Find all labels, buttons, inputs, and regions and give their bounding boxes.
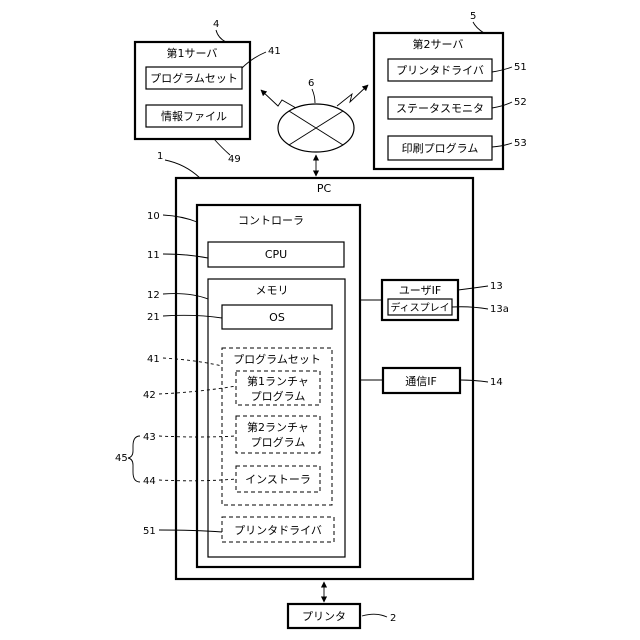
cpu-ref: 11 [147, 250, 160, 261]
controller-title: コントローラ [238, 214, 304, 227]
launcher1-line2: プログラム [251, 389, 306, 403]
server2-status-monitor-ref: 52 [514, 97, 527, 108]
memory-ref: 12 [147, 290, 160, 301]
server2-print-program-ref: 53 [514, 138, 527, 149]
user-if-ref: 13 [490, 281, 503, 292]
printer-ref: 2 [390, 613, 396, 624]
server2-ref: 5 [470, 11, 476, 22]
printer-ref-leader [362, 614, 387, 617]
display-ref: 13a [490, 304, 509, 315]
server1-info-file-label: 情報ファイル [161, 110, 227, 123]
user-if-label: ユーザIF [399, 284, 441, 297]
pc-printer-driver-label: プリンタドライバ [234, 524, 322, 537]
network: 6 [261, 78, 368, 176]
os-ref: 21 [147, 312, 160, 323]
launcher1-ref: 42 [143, 390, 156, 401]
server2-ref-leader [473, 22, 484, 33]
server1-program-set-ref: 41 [268, 46, 281, 57]
server2-status-monitor-label: ステータスモニタ [396, 102, 484, 115]
server1-title: 第1サーバ [167, 46, 218, 60]
os-label: OS [269, 311, 285, 324]
network-server2-link [337, 85, 368, 106]
server2-title: 第2サーバ [413, 37, 464, 51]
launcher2-line1: 第2ランチャ [247, 420, 309, 434]
launcher2-line2: プログラム [251, 435, 306, 449]
server2-printer-driver-ref: 51 [514, 62, 527, 73]
server2-print-program-label: 印刷プログラム [402, 141, 479, 155]
group-brace [128, 436, 140, 482]
memory-title: メモリ [256, 284, 289, 297]
server1-info-file-ref: 49 [228, 154, 241, 165]
network-server1-link [261, 90, 296, 108]
pc: PC 1 コントローラ 10 CPU 11 メモリ 12 OS 21 プログラム… [115, 151, 509, 579]
comm-if-ref: 14 [490, 377, 503, 388]
controller-ref: 10 [147, 211, 160, 222]
printer-label: プリンタ [302, 610, 346, 623]
program-set-title: プログラムセット [233, 352, 321, 366]
pc-printer-driver-ref: 51 [143, 526, 156, 537]
server2-printer-driver-label: プリンタドライバ [396, 64, 484, 77]
server1-info-file-leader [214, 139, 230, 155]
pc-ref-leader [165, 160, 200, 178]
printer: プリンタ 2 [288, 604, 396, 628]
pc-title: PC [317, 182, 332, 195]
network-ref-leader [312, 89, 315, 103]
launcher2-ref: 43 [143, 432, 156, 443]
network-ref: 6 [308, 78, 314, 89]
program-set-ref: 41 [147, 354, 160, 365]
server1: 第1サーバ プログラムセット 情報ファイル 4 41 49 [135, 19, 281, 165]
group-ref: 45 [115, 453, 128, 464]
installer-ref: 44 [143, 476, 156, 487]
server1-program-set-label: プログラムセット [150, 71, 238, 85]
comm-if-label: 通信IF [405, 375, 437, 388]
server1-ref-leader [216, 30, 226, 42]
cpu-label: CPU [265, 248, 287, 261]
server1-ref: 4 [213, 19, 219, 30]
launcher1-line1: 第1ランチャ [247, 374, 309, 388]
display-label: ディスプレイ [390, 301, 449, 314]
server2: 第2サーバ プリンタドライバ ステータスモニタ 印刷プログラム 5 51 52 … [374, 11, 527, 169]
installer-label: インストーラ [245, 473, 311, 486]
pc-ref: 1 [157, 151, 163, 162]
